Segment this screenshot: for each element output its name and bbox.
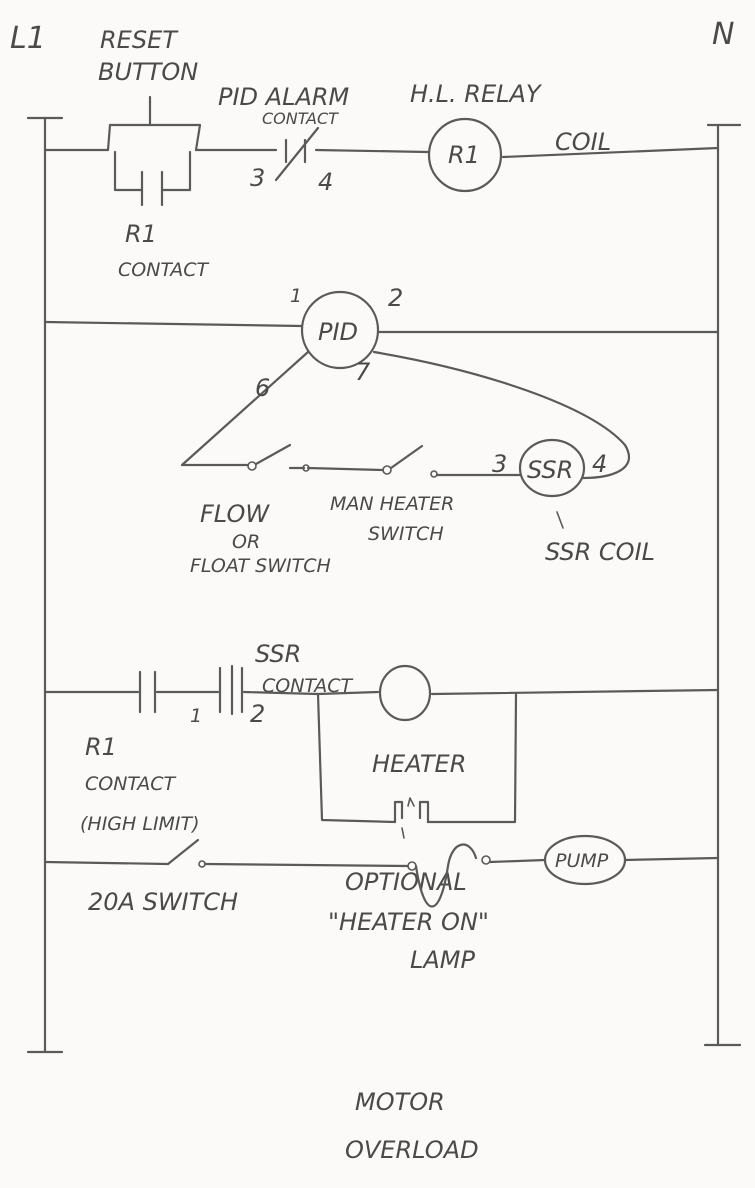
pid-controller xyxy=(300,290,380,370)
label-reset: RESET xyxy=(100,26,179,54)
label-ssr-pin-3: 3 xyxy=(492,450,507,478)
label-l1: L1 xyxy=(10,21,46,56)
left-rail-l1 xyxy=(26,116,64,1054)
heater-element xyxy=(378,664,432,722)
label-pid-alarm: PID ALARM xyxy=(218,83,350,111)
label-coil: COIL xyxy=(555,128,611,156)
pump-motor xyxy=(543,834,627,886)
label-ssr-pin-4: 4 xyxy=(592,450,607,478)
label-pin-4: 4 xyxy=(318,168,333,196)
label-r1-coil: R1 xyxy=(448,141,480,169)
r1-relay-coil xyxy=(427,117,503,193)
label-pid-pin-2: 2 xyxy=(388,284,403,312)
label-20a-switch: 20A SWITCH xyxy=(88,888,238,916)
label-heater: HEATER xyxy=(372,750,466,778)
label-pid-pin-7: 7 xyxy=(355,358,371,386)
label-motor: MOTOR xyxy=(355,1088,445,1116)
rung-4-wires xyxy=(43,856,720,868)
label-hl-relay: H.L. RELAY xyxy=(410,80,543,108)
label-button: BUTTON xyxy=(98,58,198,86)
label-contact-pin-1: 1 xyxy=(190,705,202,727)
rung-3-wires xyxy=(43,688,720,696)
label-r1: R1 xyxy=(125,220,157,248)
label-contact-pin-2: 2 xyxy=(250,700,265,728)
heater-on-lamp-symbol xyxy=(393,797,430,839)
label-man-switch: SWITCH xyxy=(368,523,444,545)
r1-high-limit-contact xyxy=(138,670,157,714)
label-pid-pin-6: 6 xyxy=(255,374,270,402)
reset-button-symbol xyxy=(106,95,202,152)
label-contact: CONTACT xyxy=(118,259,210,281)
label-lamp: LAMP xyxy=(410,946,475,974)
flow-switch-symbol xyxy=(247,443,310,472)
label-pump: PUMP xyxy=(555,850,609,872)
label-ssr: SSR xyxy=(527,456,573,484)
label-ssr-coil: SSR COIL xyxy=(545,538,655,566)
label-r1-contact: CONTACT xyxy=(85,773,177,795)
ssr-contact-symbol xyxy=(218,664,244,716)
label-float-switch: FLOAT SWITCH xyxy=(190,555,331,577)
label-n: N xyxy=(712,17,734,52)
pid-alarm-contact-symbol xyxy=(274,126,320,182)
label-heater-on: "HEATER ON" xyxy=(328,908,489,936)
rung-2-wires xyxy=(43,320,720,480)
ssr-coil-leader xyxy=(556,511,564,529)
label-ssr-contact-2: CONTACT xyxy=(262,675,354,697)
label-alarm-contact: CONTACT xyxy=(262,109,339,128)
20a-switch-symbol xyxy=(166,838,206,868)
label-man-heater: MAN HEATER xyxy=(330,493,454,515)
label-overload: OVERLOAD xyxy=(345,1136,479,1164)
label-high-limit: (HIGH LIMIT) xyxy=(80,813,200,835)
motor-overload-symbol xyxy=(407,843,491,908)
heater-lamp-branch xyxy=(316,692,518,824)
label-or: OR xyxy=(232,531,260,553)
label-pid: PID xyxy=(318,318,358,346)
label-pin-3: 3 xyxy=(250,164,265,192)
label-r1-high: R1 xyxy=(85,733,117,761)
label-pid-pin-1: 1 xyxy=(290,285,302,307)
ssr-coil xyxy=(518,438,586,498)
right-rail-n xyxy=(703,123,742,1047)
r1-seal-in-contact xyxy=(113,150,192,207)
label-optional: OPTIONAL xyxy=(345,868,467,896)
label-flow: FLOW xyxy=(200,500,270,528)
man-heater-switch-symbol xyxy=(382,444,438,478)
label-ssr-contact-1: SSR xyxy=(255,640,301,668)
rung-1-wires xyxy=(43,146,720,159)
